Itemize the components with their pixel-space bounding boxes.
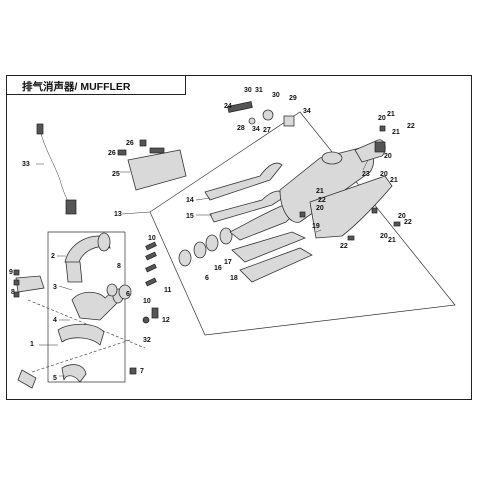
callout-label: 28	[237, 125, 245, 132]
mid-pipe-upper	[204, 162, 283, 201]
muffler-assembly-outline	[149, 111, 456, 336]
callout-label: 34	[303, 108, 311, 115]
callout-label: 3	[53, 284, 57, 291]
callout-label: 17	[224, 259, 232, 266]
callout-label: 26	[108, 150, 116, 157]
tail-pipe	[354, 139, 386, 163]
callout-label: 15	[186, 213, 194, 220]
hanger-bracket	[227, 101, 295, 127]
callout-label: 5	[53, 375, 57, 382]
callout-label: 30	[272, 92, 280, 99]
callout-label: 6	[126, 291, 130, 298]
pipe-heat-shield-lower	[239, 247, 313, 283]
heat-guard	[127, 147, 187, 191]
callout-label: 25	[112, 171, 120, 178]
callout-label: 4	[53, 317, 57, 324]
callout-label: 32	[143, 337, 151, 344]
callout-label: 14	[186, 197, 194, 204]
callout-label: 12	[162, 317, 170, 324]
callout-label: 7	[140, 368, 144, 375]
callout-label: 21	[390, 177, 398, 184]
callout-label: 29	[289, 95, 297, 102]
callout-label: 20	[380, 171, 388, 178]
callout-label: 33	[22, 161, 30, 168]
pipe-heat-shield-upper	[231, 231, 307, 263]
callout-label: 18	[230, 275, 238, 282]
callout-label: 21	[392, 129, 400, 136]
callout-label: 13	[114, 211, 122, 218]
gasket-rings	[106, 227, 233, 300]
callout-label: 23	[362, 171, 370, 178]
callout-label: 21	[316, 188, 324, 195]
front-pipe-outline	[47, 231, 126, 383]
callout-label: 30	[244, 87, 252, 94]
callout-label: 2	[51, 253, 55, 260]
callout-label: 20	[380, 233, 388, 240]
callout-label: 24	[224, 103, 232, 110]
hardware-fasteners	[13, 125, 401, 375]
callout-label: 21	[387, 111, 395, 118]
front-pipe-lower	[57, 323, 105, 383]
title-box	[6, 75, 186, 95]
heat-shield-bracket	[15, 275, 45, 293]
callout-label: 8	[11, 289, 15, 296]
callout-label: 31	[255, 87, 263, 94]
callout-label: 20	[378, 115, 386, 122]
callout-label: 20	[384, 153, 392, 160]
callout-label: 20	[316, 205, 324, 212]
callout-label: 22	[318, 197, 326, 204]
callout-label: 22	[407, 123, 415, 130]
callout-label: 11	[164, 287, 172, 294]
leader-lines	[36, 159, 369, 377]
callout-label: 26	[126, 140, 134, 147]
callout-label: 34	[252, 126, 260, 133]
oxygen-sensor	[36, 123, 77, 215]
clamps	[17, 369, 37, 389]
callout-label: 20	[398, 213, 406, 220]
mid-pipe-lower	[209, 190, 287, 223]
callout-label: 21	[388, 237, 396, 244]
callout-label: 9	[9, 269, 13, 276]
callout-label: 22	[404, 219, 412, 226]
callout-label: 19	[312, 223, 320, 230]
callout-label: 6	[205, 275, 209, 282]
callout-label: 27	[263, 127, 271, 134]
callout-label: 10	[148, 235, 156, 242]
callout-labels: 1 2 3 4 5 6 6 7 8 8 9 10 10 11 12 13 14 …	[9, 87, 415, 382]
diagram-title: 排气消声器/ MUFFLER	[22, 81, 131, 93]
silencer-heat-shield	[309, 175, 393, 239]
callout-label: 10	[143, 298, 151, 305]
callout-label: 8	[117, 263, 121, 270]
front-pipe-upper	[64, 232, 111, 283]
callout-label: 1	[30, 341, 34, 348]
callout-label: 22	[340, 243, 348, 250]
callout-label: 16	[214, 265, 222, 272]
springs	[145, 241, 157, 287]
diagram-frame	[6, 75, 472, 400]
